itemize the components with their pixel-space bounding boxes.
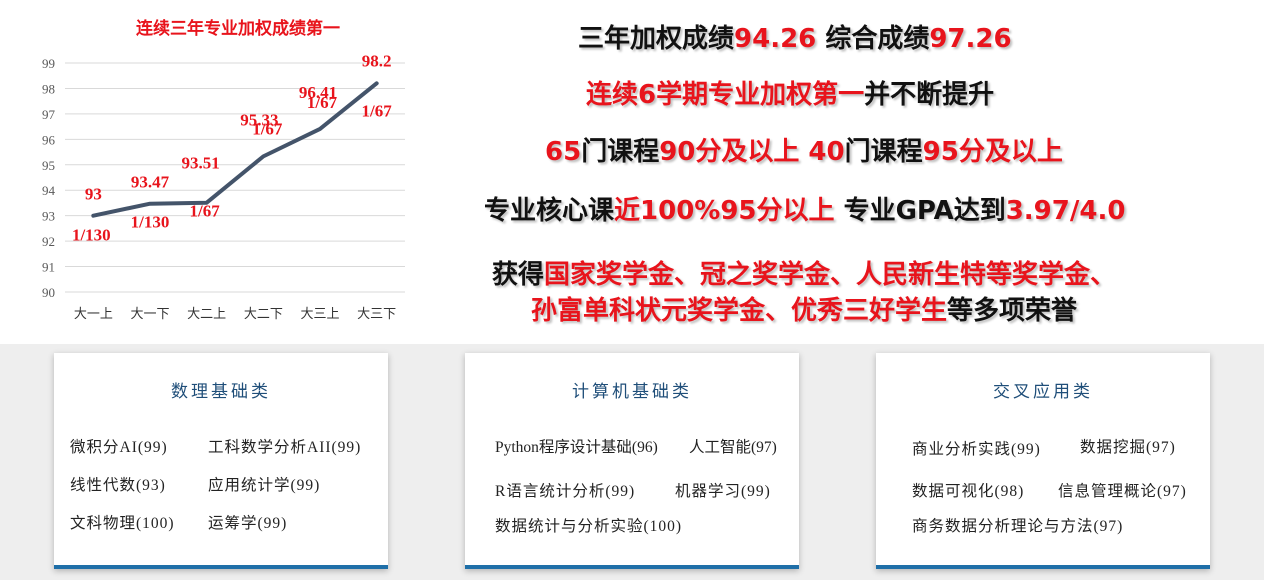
highlight-segment: 国家奖学金、冠之奖学金、人民新生特等奖学金、 <box>544 260 1117 290</box>
y-tick-label: 99 <box>42 56 55 71</box>
highlight-segment: 65 <box>545 137 582 167</box>
x-tick-label: 大一上 <box>74 307 113 322</box>
highlight-segment: 近100%95分以上 <box>614 196 835 226</box>
data-label: 95.33 <box>240 110 278 129</box>
course-item: 人工智能(97) <box>689 439 777 456</box>
chart-canvas: 90 91 92 93 94 95 96 97 98 99 大一上 大一下 大二上 大二下 大三上 大三下 93… <box>42 51 405 322</box>
y-tick-label: 91 <box>42 260 55 275</box>
highlight-rank-streak: 连续6学期专业加权第一并不断提升 <box>586 74 994 111</box>
data-label: 98.2 <box>362 51 392 70</box>
highlight-segment: 综合成绩 <box>816 24 930 54</box>
highlight-segment: 95分及以上 <box>922 137 1063 167</box>
data-point <box>375 81 379 85</box>
highlight-segment: 专业GPA达到 <box>834 196 1006 226</box>
card-title: 数理基础类 <box>171 382 271 401</box>
highlight-segment: 获得 <box>492 260 545 290</box>
top-section <box>0 0 1264 344</box>
card-title: 计算机基础类 <box>572 382 692 401</box>
course-item: 数据统计与分析实验(100) <box>495 518 683 535</box>
course-item: 数据挖掘(97) <box>1080 439 1176 456</box>
highlight-segment: 门课程 <box>844 137 923 167</box>
y-tick-label: 96 <box>42 132 56 147</box>
highlight-segment: 连续6学期专业加权第一 <box>586 80 865 110</box>
score-line-chart: 90 91 92 93 94 95 96 97 98 99 大一上 大一下 大二上 大二下 大三上 大三下 93… <box>20 0 420 340</box>
data-point <box>205 201 209 205</box>
data-label: 93 <box>85 185 102 204</box>
course-item: 文科物理(100) <box>70 515 175 532</box>
data-label: 93.51 <box>182 154 220 173</box>
card-title: 交叉应用类 <box>993 382 1093 401</box>
rank-label: 1/130 <box>72 226 111 245</box>
course-item: 商业分析实践(99) <box>912 441 1041 458</box>
course-item: R语言统计分析(99) <box>495 483 636 500</box>
course-item: 数据可视化(98) <box>912 483 1025 500</box>
y-tick-label: 98 <box>42 81 55 96</box>
highlight-segment: 3.97/4.0 <box>1005 196 1126 226</box>
x-tick-label: 大三下 <box>357 307 396 322</box>
course-item: 应用统计学(99) <box>208 477 321 494</box>
course-item: 商务数据分析理论与方法(97) <box>912 518 1124 535</box>
highlight-segment: 孙富单科状元奖学金、优秀三好学生 <box>531 296 948 326</box>
highlight-segment: 94.26 <box>734 24 817 54</box>
series-line <box>91 81 379 218</box>
course-item: 工科数学分析AII(99) <box>208 439 362 456</box>
course-item: 线性代数(93) <box>70 477 166 494</box>
card-math-foundation: 数理基础类 微积分AI(99) 工科数学分析AII(99) 线性代数(93) 应… <box>54 353 388 569</box>
highlight-segment: 等多项荣誉 <box>947 296 1078 326</box>
highlight-course-count: 65门课程90分及以上 40门课程95分及以上 <box>545 131 1063 168</box>
y-tick-label: 94 <box>42 183 56 198</box>
y-tick-label: 97 <box>42 107 56 122</box>
highlight-overall-score: 三年加权成绩94.26 综合成绩97.26 <box>578 18 1012 55</box>
data-point <box>91 214 95 218</box>
course-item: 微积分AI(99) <box>70 439 168 456</box>
highlight-core-gpa: 专业核心课近100%95分以上 专业GPA达到3.97/4.0 <box>484 190 1125 227</box>
card-applied-interdisciplinary: 交叉应用类 商业分析实践(99) 数据挖掘(97) 数据可视化(98) 信息管理… <box>876 353 1210 569</box>
rank-label: 1/67 <box>307 93 338 112</box>
highlight-awards-1: 获得国家奖学金、冠之奖学金、人民新生特等奖学金、 <box>492 254 1116 291</box>
y-tick-label: 95 <box>42 158 55 173</box>
card-computer-foundation: 计算机基础类 Python程序设计基础(96) 人工智能(97) R语言统计分析… <box>465 353 799 569</box>
rank-label: 1/67 <box>252 119 283 138</box>
highlight-awards-2: 孙富单科状元奖学金、优秀三好学生等多项荣誉 <box>531 290 1077 327</box>
highlight-segment: 专业核心课 <box>484 196 615 226</box>
highlight-segment: 97.26 <box>929 24 1012 54</box>
course-item: Python程序设计基础(96) <box>495 439 658 456</box>
data-point <box>148 202 152 206</box>
highlight-segment: 三年加权成绩 <box>578 24 735 54</box>
data-label: 93.47 <box>131 173 170 192</box>
rank-label: 1/67 <box>362 101 393 120</box>
rank-label: 1/130 <box>131 213 170 232</box>
data-label: 96.41 <box>299 83 337 102</box>
course-item: 机器学习(99) <box>675 483 771 500</box>
highlight-segment: 门课程 <box>581 137 660 167</box>
chart-title: 连续三年专业加权成绩第一 <box>136 19 340 39</box>
course-item: 运筹学(99) <box>208 515 288 532</box>
y-tick-label: 90 <box>42 285 55 300</box>
y-tick-label: 92 <box>42 234 55 249</box>
x-tick-label: 大三上 <box>300 307 339 322</box>
highlight-segment: 并不断提升 <box>864 80 995 110</box>
rank-label: 1/67 <box>190 202 221 221</box>
course-item: 信息管理概论(97) <box>1058 483 1187 500</box>
data-point <box>261 154 265 158</box>
y-tick-label: 93 <box>42 209 55 224</box>
x-tick-label: 大一下 <box>130 307 169 322</box>
x-tick-label: 大二上 <box>187 307 226 322</box>
data-point <box>318 127 322 131</box>
highlight-segment: 90分及以上 40 <box>659 137 845 167</box>
x-tick-label: 大二下 <box>244 307 283 322</box>
